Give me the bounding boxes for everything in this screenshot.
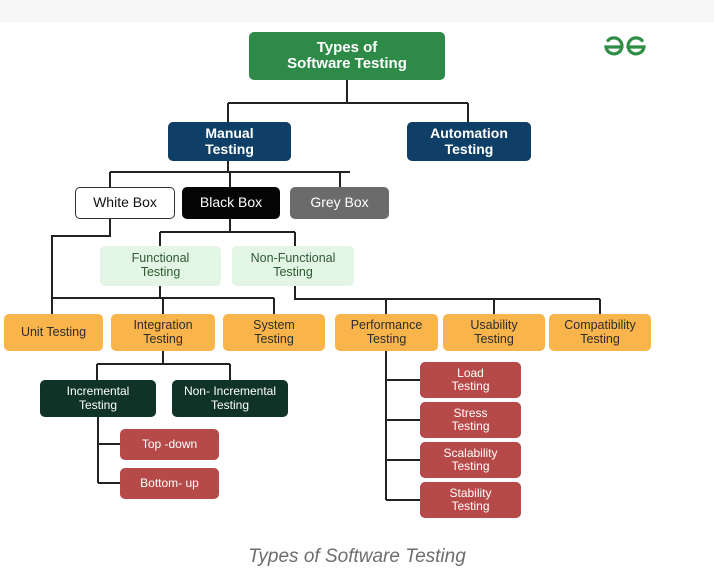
node-stability-testing: Stability Testing	[420, 482, 521, 518]
edge-blackbox	[159, 219, 296, 246]
stress-label: Stress Testing	[451, 405, 490, 433]
geeksforgeeks-logo	[600, 34, 650, 60]
non-functional-label: Non-Functional Testing	[250, 251, 336, 279]
node-functional-testing: Functional Testing	[100, 246, 221, 286]
edge-integration	[96, 351, 231, 380]
edge-manual	[109, 161, 350, 187]
node-compatibility-testing: Compatibility Testing	[549, 314, 651, 351]
functional-label: Functional Testing	[131, 251, 190, 279]
black-box-label: Black Box	[199, 194, 263, 211]
node-performance-testing: Performance Testing	[335, 314, 438, 351]
node-unit-testing: Unit Testing	[4, 314, 103, 351]
compatibility-label: Compatibility Testing	[564, 317, 636, 346]
node-load-testing: Load Testing	[420, 362, 521, 398]
edge-nonfunctional	[294, 286, 601, 314]
node-types-of-software-testing: Types of Software Testing	[249, 32, 445, 80]
manual-label: Manual Testing	[205, 125, 254, 157]
system-label: System Testing	[253, 317, 295, 346]
node-non-functional-testing: Non-Functional Testing	[232, 246, 354, 286]
grey-box-label: Grey Box	[310, 194, 369, 211]
edge-functional	[51, 286, 275, 314]
edge-performance	[385, 351, 420, 501]
node-bottom-up: Bottom- up	[120, 468, 219, 499]
usability-label: Usability Testing	[470, 317, 518, 346]
node-integration-testing: Integration Testing	[111, 314, 215, 351]
top-down-label: Top -down	[141, 436, 198, 451]
node-system-testing: System Testing	[223, 314, 325, 351]
stability-label: Stability Testing	[449, 485, 492, 513]
scalability-label: Scalability Testing	[443, 445, 498, 473]
figure-caption: Types of Software Testing	[248, 546, 466, 567]
edge-incremental	[97, 417, 120, 484]
performance-label: Performance Testing	[350, 317, 423, 346]
node-black-box: Black Box	[182, 187, 280, 219]
load-label: Load Testing	[451, 365, 490, 393]
node-automation-testing: Automation Testing	[407, 122, 531, 161]
node-grey-box: Grey Box	[290, 187, 389, 219]
node-white-box: White Box	[75, 187, 175, 219]
node-usability-testing: Usability Testing	[443, 314, 545, 351]
white-box-label: White Box	[93, 194, 157, 211]
edge-whitebox	[51, 219, 111, 298]
node-non-incremental-testing: Non- Incremental Testing	[172, 380, 288, 417]
incremental-label: Incremental Testing	[66, 384, 130, 412]
node-manual-testing: Manual Testing	[168, 122, 291, 161]
unit-label: Unit Testing	[20, 324, 87, 339]
bottom-up-label: Bottom- up	[140, 475, 199, 490]
node-scalability-testing: Scalability Testing	[420, 442, 521, 478]
root-label: Types of Software Testing	[287, 38, 407, 72]
node-stress-testing: Stress Testing	[420, 402, 521, 438]
edge-root	[227, 80, 469, 122]
non-incremental-label: Non- Incremental Testing	[183, 384, 277, 412]
node-incremental-testing: Incremental Testing	[40, 380, 156, 417]
integration-label: Integration Testing	[133, 317, 193, 346]
node-top-down: Top -down	[120, 429, 219, 460]
automation-label: Automation Testing	[430, 125, 508, 157]
top-band	[0, 0, 714, 22]
